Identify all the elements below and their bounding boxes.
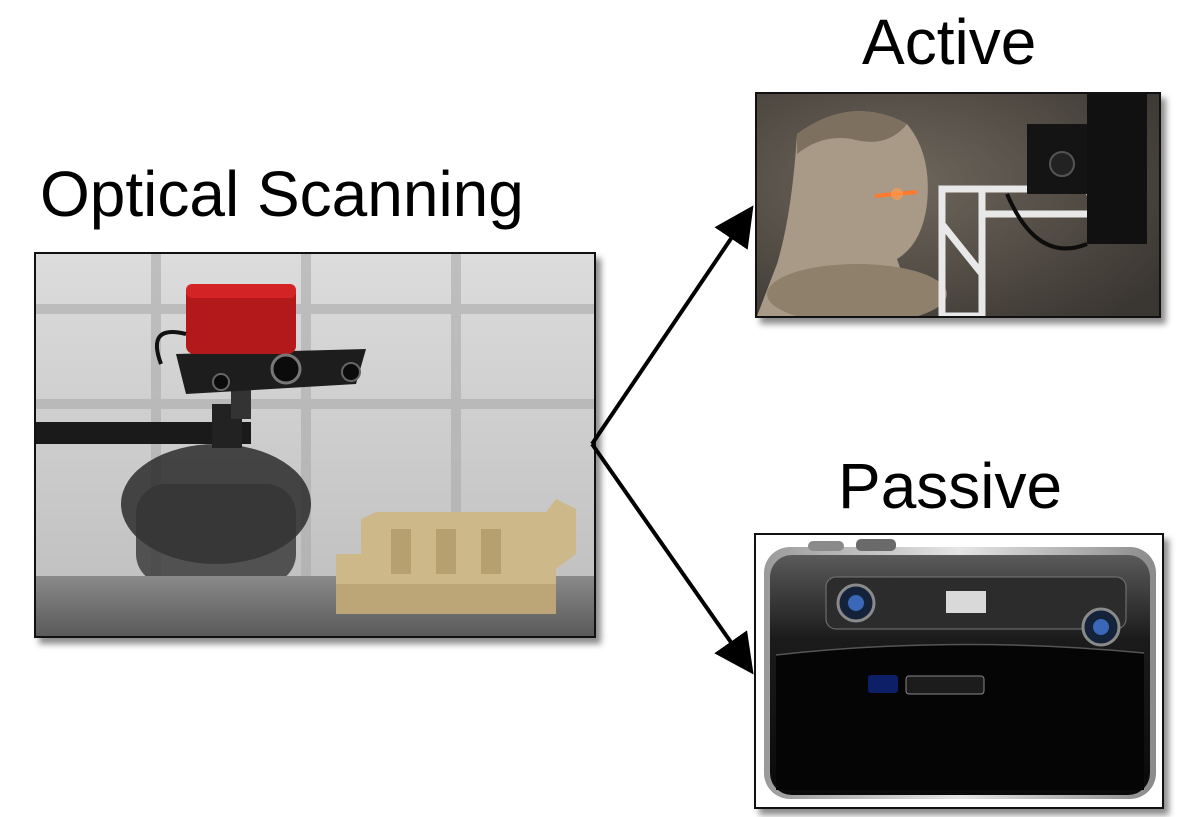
arrow-to-passive: [590, 442, 754, 675]
branch-label-active: Active: [862, 6, 1037, 78]
root-label: Optical Scanning: [40, 158, 524, 230]
active-scanning-photo: [755, 92, 1161, 318]
branch-label-passive: Passive: [838, 450, 1063, 522]
passive-camera-photo: [754, 533, 1164, 809]
optical-scanner-photo: [34, 252, 596, 638]
arrow-to-active: [590, 205, 754, 446]
